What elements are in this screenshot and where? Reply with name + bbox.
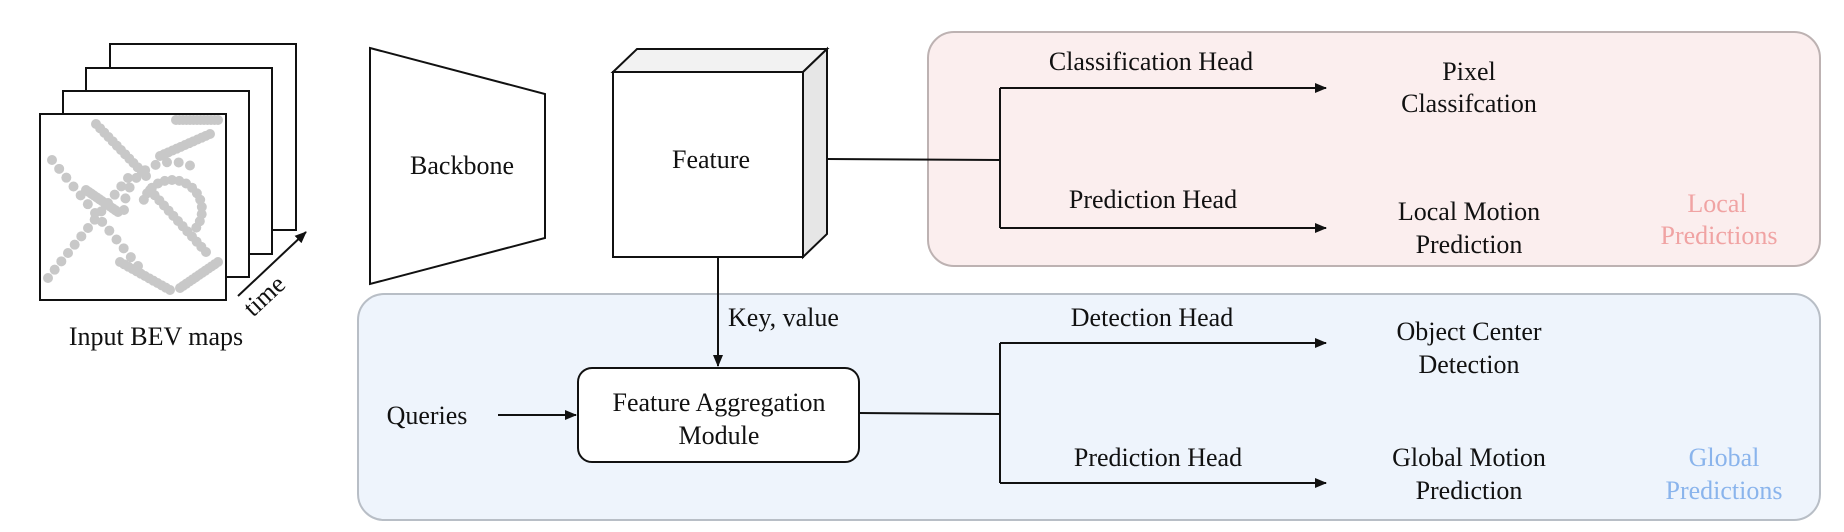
local-predictions-panel <box>927 31 1821 267</box>
feature-label: Feature <box>672 145 750 174</box>
bev-point <box>140 165 151 176</box>
classification-head-label: Classification Head <box>1049 47 1253 76</box>
bev-point <box>63 248 73 258</box>
feature-aggregation-label-line2: Module <box>679 421 760 450</box>
bev-point <box>131 172 142 183</box>
bev-point <box>54 163 65 174</box>
detection-head-label: Detection Head <box>1071 303 1233 332</box>
bev-point <box>213 115 223 125</box>
bev-point <box>165 285 175 295</box>
bev-point <box>213 257 223 267</box>
bev-point <box>76 231 87 242</box>
backbone-label: Backbone <box>410 151 514 180</box>
global-predictions-title-line2: Predictions <box>1666 476 1783 505</box>
feature-aggregation-module <box>577 367 860 463</box>
bev-point <box>161 157 172 168</box>
bev-point <box>125 252 136 263</box>
object-center-output-line1: Object Center <box>1396 317 1541 346</box>
feature-to-local-connector <box>826 158 1001 161</box>
pixel-classification-output-line2: Classifcation <box>1401 89 1537 118</box>
bev-point <box>196 201 207 212</box>
feature-cube-front <box>612 71 804 258</box>
bev-point <box>191 222 202 233</box>
backbone-block <box>369 46 546 286</box>
bev-point <box>124 182 135 193</box>
bev-point-cloud <box>43 115 223 295</box>
bev-point <box>119 205 129 215</box>
object-center-output-line2: Detection <box>1418 350 1519 379</box>
bev-point <box>201 247 211 257</box>
local-predictions-title-line2: Predictions <box>1661 221 1778 250</box>
bev-point <box>205 129 215 139</box>
global-predictions-panel <box>357 293 1821 521</box>
global-motion-output-line2: Prediction <box>1416 476 1523 505</box>
bev-point <box>109 189 120 200</box>
bev-point <box>61 172 72 183</box>
global-motion-output-line1: Global Motion <box>1392 443 1546 472</box>
bev-point <box>120 193 131 204</box>
bev-point <box>47 155 57 165</box>
local-prediction-head-label: Prediction Head <box>1069 185 1237 214</box>
bev-point <box>56 256 67 267</box>
feature-cube-top <box>610 48 830 73</box>
bev-point <box>159 175 170 186</box>
bev-point <box>49 264 60 275</box>
local-motion-output-line1: Local Motion <box>1398 197 1540 226</box>
bev-point <box>82 199 93 210</box>
local-motion-output-line2: Prediction <box>1416 230 1523 259</box>
bev-point <box>68 181 79 192</box>
bev-point <box>184 160 195 171</box>
feature-aggregation-label-line1: Feature Aggregation <box>613 388 826 417</box>
bev-point <box>150 159 161 170</box>
bev-point <box>83 223 93 233</box>
bev-point <box>90 208 100 218</box>
global-prediction-head-label: Prediction Head <box>1074 443 1242 472</box>
queries-label: Queries <box>387 401 468 430</box>
time-axis-arrow <box>237 231 307 297</box>
input-bev-stack <box>39 43 297 301</box>
bev-point <box>116 181 127 192</box>
bev-point <box>69 239 80 250</box>
bev-point <box>167 175 177 185</box>
bev-point <box>97 216 108 227</box>
key-value-label: Key, value <box>728 303 839 332</box>
aggregation-to-global-connector <box>858 412 1001 415</box>
local-predictions-title-line1: Local <box>1687 189 1746 218</box>
bev-point <box>111 234 122 245</box>
bev-point <box>123 173 133 183</box>
input-bev-caption: Input BEV maps <box>69 322 243 351</box>
feature-cube-side <box>802 46 828 260</box>
bev-point <box>43 273 53 283</box>
global-predictions-title-line1: Global <box>1689 443 1760 472</box>
bev-point <box>118 243 129 254</box>
bev-point <box>173 157 184 168</box>
bev-point <box>104 225 115 236</box>
pixel-classification-output-line1: Pixel <box>1442 57 1495 86</box>
feature-cube <box>610 46 830 260</box>
